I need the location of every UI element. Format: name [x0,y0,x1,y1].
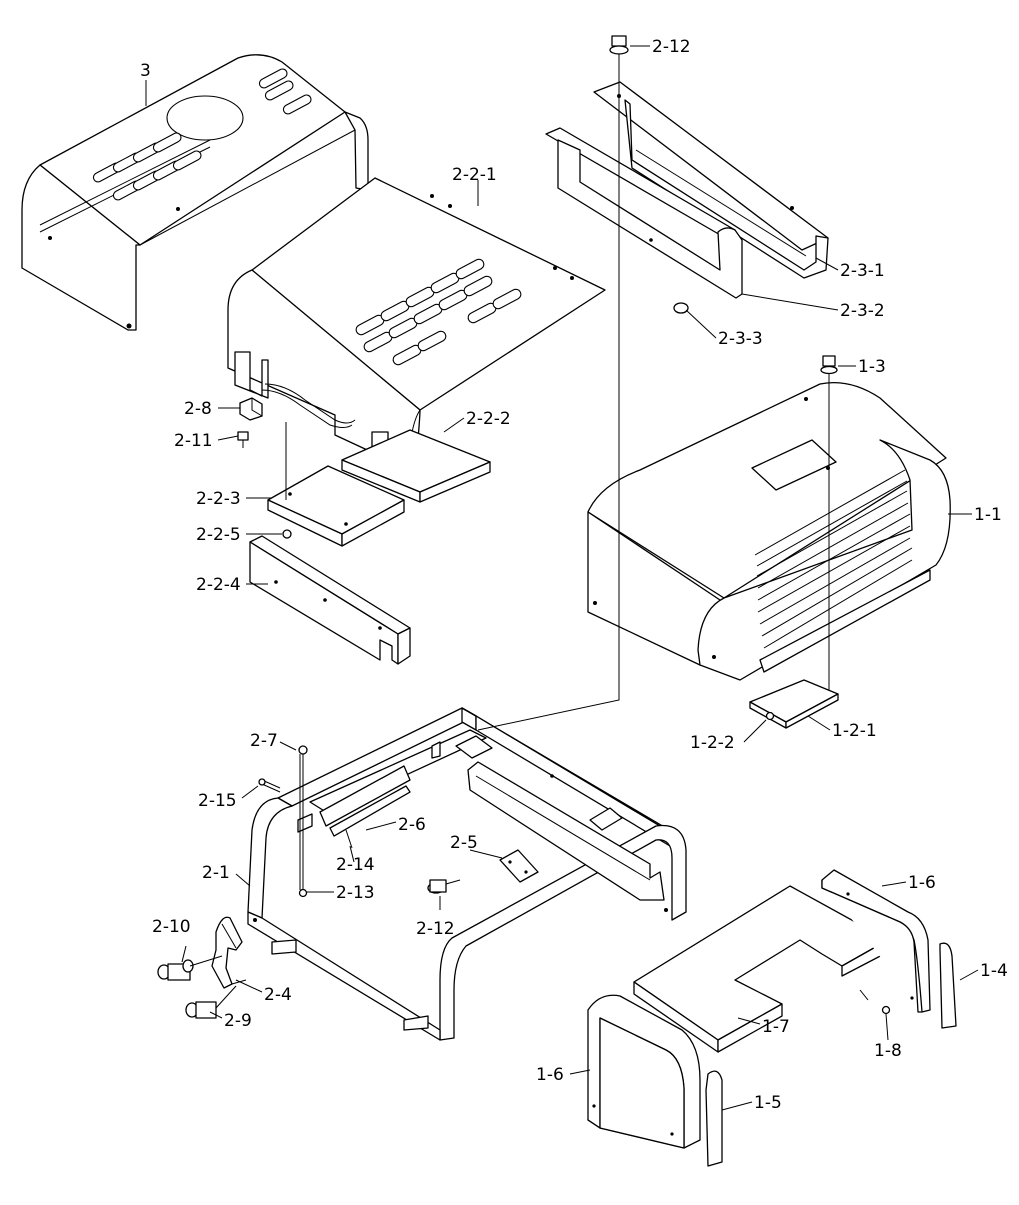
callout-2-3-1: 2-3-1 [840,261,885,281]
callout-1-1: 1-1 [974,505,1002,525]
part-1-1-louvres [754,469,913,649]
part-3-slots [92,68,312,201]
callout-3: 3 [140,61,151,81]
part-2-12-mid-bolt [427,879,461,894]
part-1-1-front-cover [587,381,951,681]
part-1-8-screw [881,1005,891,1015]
callout-1-8: 1-8 [874,1041,902,1061]
callout-2-4: 2-4 [264,985,292,1005]
part-1-5-strip [705,1070,723,1167]
callout-labels: 3 2-2-1 2-12 2-3-1 2-3-2 2-3-3 1-3 1-1 2… [140,37,1008,1113]
callout-1-2-2: 1-2-2 [690,733,735,753]
leader-lines [145,45,979,1111]
part-1-2-2-screw [765,711,775,721]
callout-2-2-1: 2-2-1 [452,165,497,185]
part-2-9-bolt [185,985,237,1019]
callout-2-13: 2-13 [336,883,375,903]
callout-2-3-2: 2-3-2 [840,301,885,321]
callout-2-14: 2-14 [336,855,375,875]
part-2-7-pin [298,745,308,890]
part-2-5-bracket [499,849,539,883]
part-2-11-bolt [237,431,249,448]
part-1-4-strip [939,942,957,1029]
part-2-12-top-bolt [609,35,629,64]
part-3-rear-cover [21,54,369,331]
callout-1-2-1: 1-2-1 [832,721,877,741]
part-1-7-plate [633,885,889,1053]
callout-2-11: 2-11 [174,431,213,451]
part-2-15-pin [258,778,281,793]
callout-2-2-2: 2-2-2 [466,409,511,429]
part-2-2-1-slots [355,258,522,366]
part-2-3-3-pin [673,302,689,314]
part-2-8-clip [239,397,263,421]
callout-2-8: 2-8 [184,399,212,419]
callout-1-6-left: 1-6 [536,1065,564,1085]
part-2-2-3-plate [267,465,405,547]
callout-2-10: 2-10 [152,917,191,937]
callout-2-7: 2-7 [250,731,278,751]
callout-2-3-3: 2-3-3 [718,329,763,349]
part-2-2-1-top-cover [227,177,606,473]
callout-2-12-top: 2-12 [652,37,691,57]
part-2-2-5-screw [282,529,292,539]
part-1-6-left-panel [587,994,701,1149]
part-2-2-2-bracket [341,429,491,503]
callout-2-15: 2-15 [198,791,237,811]
callout-1-7: 1-7 [762,1017,790,1037]
part-1-6-right-panel [821,869,931,1013]
part-2-14-pin [345,829,353,849]
callout-2-1: 2-1 [202,863,230,883]
callout-1-6-right: 1-6 [908,873,936,893]
callout-2-2-4: 2-2-4 [196,575,241,595]
callout-2-2-3: 2-2-3 [196,489,241,509]
callout-1-4: 1-4 [980,961,1008,981]
callout-2-9: 2-9 [224,1011,252,1031]
callout-2-2-5: 2-2-5 [196,525,241,545]
callout-1-5: 1-5 [754,1093,782,1113]
part-2-4-latch [211,916,247,989]
part-2-13-nut [298,888,308,898]
part-2-3-2-bracket [545,127,743,299]
part-2-1-frame [247,707,687,1041]
part-2-10-bolt [157,955,223,981]
callout-2-12-mid: 2-12 [416,919,455,939]
part-1-3-bolt [820,355,838,375]
callout-2-6: 2-6 [398,815,426,835]
part-1-2-1-plate [749,679,839,729]
callout-1-3: 1-3 [858,357,886,377]
callout-2-5: 2-5 [450,833,478,853]
part-2-2-4-block [249,535,411,665]
